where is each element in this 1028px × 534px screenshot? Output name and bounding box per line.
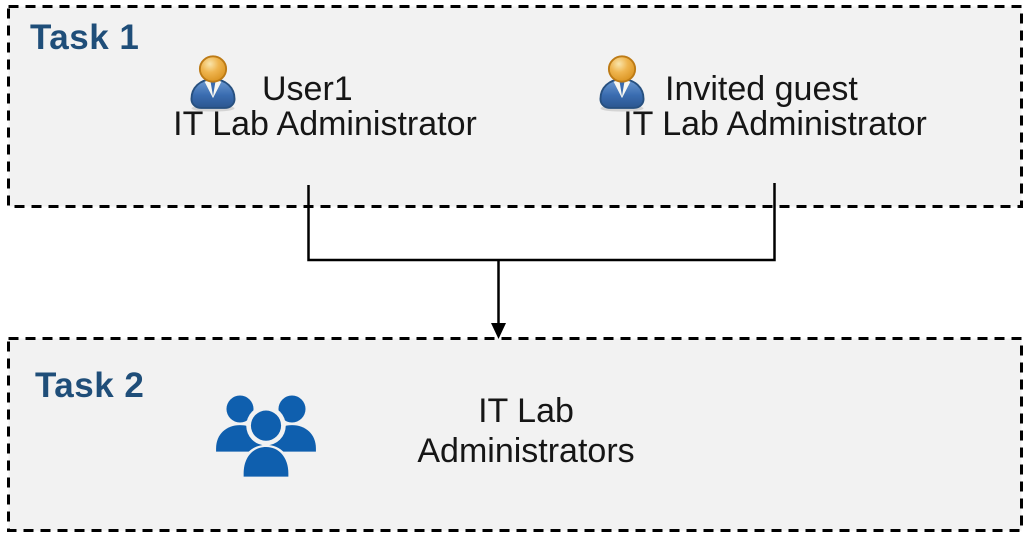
task2-label: Task 2 bbox=[35, 366, 145, 405]
task1-box bbox=[7, 5, 1023, 208]
node-invited-guest-name: Invited guest bbox=[665, 70, 858, 108]
connector-lines bbox=[307, 183, 776, 330]
group-name: IT Lab Administrators bbox=[417, 392, 635, 470]
node-user1-role: IT Lab Administrator bbox=[173, 105, 477, 143]
single-user-icon bbox=[190, 55, 236, 112]
task2-box bbox=[7, 337, 1023, 532]
node-user1-name: User1 bbox=[262, 70, 353, 108]
node-invited-guest-role: IT Lab Administrator bbox=[623, 105, 927, 143]
user-group-icon bbox=[216, 395, 316, 477]
single-user-icon bbox=[599, 55, 645, 112]
connector-arrowhead-icon bbox=[491, 323, 506, 339]
task1-label: Task 1 bbox=[30, 18, 140, 57]
